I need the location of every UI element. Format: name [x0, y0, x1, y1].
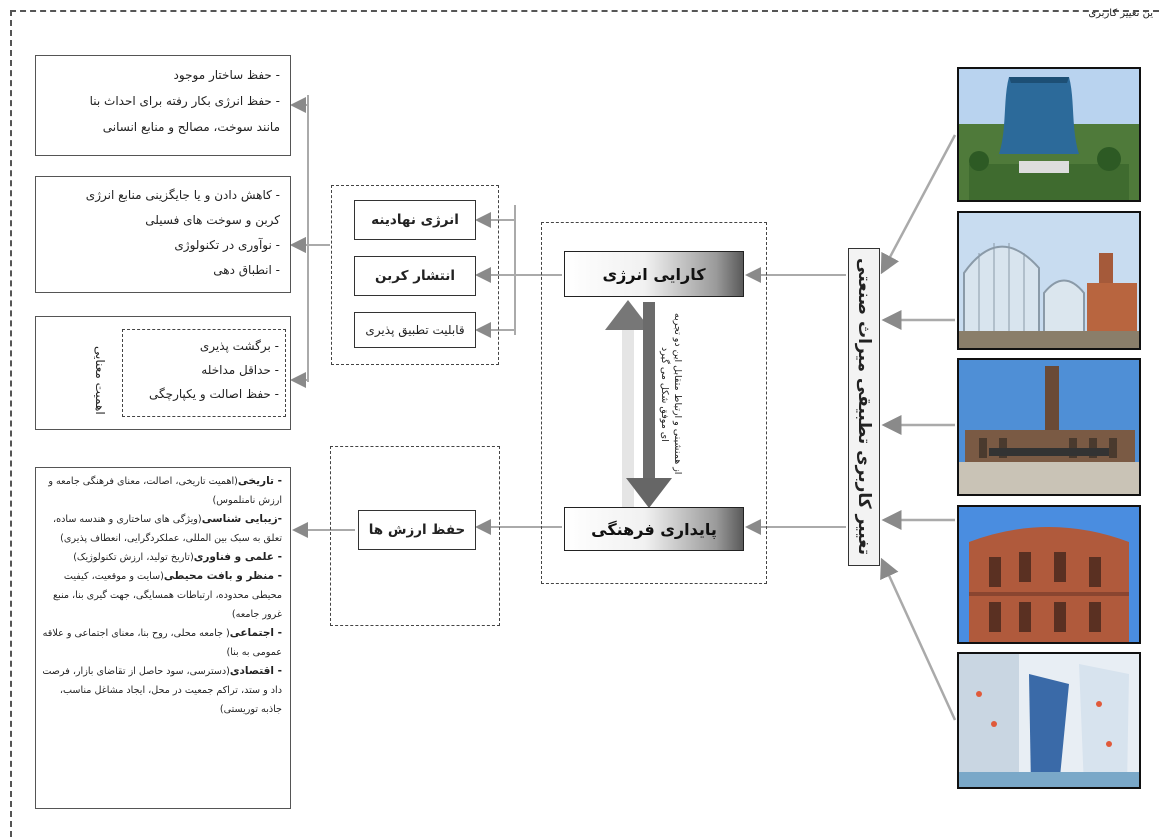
- value-body: (اهمیت تاریخی، اصالت، معنای فرهنگی جامعه…: [48, 476, 282, 506]
- value-head: -زیبایی شناسی: [201, 513, 282, 525]
- cultural-sustainability-node: پایداری فرهنگی: [564, 507, 744, 551]
- bidirectional-arrows: [605, 300, 672, 510]
- desc-line: - حفظ ساختار موجود: [173, 68, 280, 82]
- value-item-landscape: - منظر و بافت محیطی(سایت و موقعیت، کیفیت…: [42, 567, 282, 624]
- desc-line: - برگشت پذیری: [199, 339, 279, 353]
- value-item-economic: - اقتصادی(دسترسی، سود حاصل از تقاضای باز…: [42, 662, 282, 719]
- carbon-description-box: - کاهش دادن و یا جایگزینی منابع انرژی کر…: [35, 176, 291, 293]
- values-group-box: [330, 446, 500, 626]
- interaction-note-text: از همنشینی و ارتباط متقابل این دو تجربه …: [659, 313, 683, 475]
- value-head: - اقتصادی: [229, 665, 282, 677]
- values-description-box: - تاریخی(اهمیت تاریخی، اصالت، معنای فرهن…: [35, 467, 291, 809]
- value-body: (سایت و موقعیت، کیفیت محیطی محدوده، ارتب…: [52, 571, 282, 620]
- energy-efficiency-node: کارایی انرژی: [564, 251, 744, 297]
- value-head: - علمی و فناوری: [193, 551, 282, 563]
- value-item-aesthetic: -زیبایی شناسی(ویژگی های ساختاری و هندسه …: [42, 510, 282, 548]
- cooling-tower-photo: [957, 67, 1141, 202]
- photo5-arrow: [880, 557, 957, 721]
- preserve-values-node: حفظ ارزش ها: [358, 510, 476, 550]
- desc-line: - انطباق دهی: [213, 263, 280, 277]
- desc-line: مانند سوخت، مصالح و منابع انسانی: [102, 120, 280, 134]
- photo1-arrow: [880, 134, 957, 275]
- embodied-energy-node: انرژی نهادینه: [354, 200, 476, 240]
- value-body: (تاریخ تولید، ارزش تکنولوژیک): [73, 552, 194, 563]
- value-item-historic: - تاریخی(اهمیت تاریخی، اصالت، معنای فرهن…: [42, 472, 282, 510]
- desc-line: کربن و سوخت های فسیلی: [145, 213, 280, 227]
- glasshouse-photo: [957, 211, 1141, 350]
- energy-efficiency-label: کارایی انرژی: [602, 264, 706, 284]
- desc-line: - حفظ اصالت و یکپارچگی: [149, 387, 279, 401]
- energy-factors-group-box: [331, 185, 499, 365]
- carbon-emission-node: انتشار کربن: [354, 256, 476, 296]
- semantic-importance-text: اهمیت معنایی: [93, 345, 107, 415]
- semantic-importance-label: اهمیت معنایی: [88, 332, 112, 428]
- value-head: - منظر و بافت محیطی: [163, 570, 282, 582]
- embodied-description-box: - حفظ ساختار موجود - حفظ انرژی بکار رفته…: [35, 55, 291, 156]
- climbing-wall-photo: [957, 652, 1141, 789]
- corner-label: ین تغییر کاربری: [1088, 8, 1153, 19]
- adaptability-list: - برگشت پذیری - حداقل مداخله - حفظ اصالت…: [122, 329, 286, 417]
- value-body: (ویژگی های ساختاری و هندسه ساده، تعلق به…: [53, 514, 282, 544]
- value-head: - تاریخی: [237, 475, 282, 487]
- carbon-emission-label: انتشار کربن: [375, 268, 455, 284]
- desc-line: - کاهش دادن و یا جایگزینی منابع انرژی: [85, 188, 280, 202]
- value-item-social: - اجتماعی( جامعه محلی، روح بنا، معنای اج…: [42, 624, 282, 662]
- gasometer-photo: [957, 505, 1141, 644]
- desc-line: - نوآوری در تکنولوژی: [174, 238, 280, 252]
- adaptability-node: قابلیت تطبیق پذیری: [354, 312, 476, 348]
- outer-dashed-frame: ین تغییر کاربری: [10, 8, 1159, 837]
- preserve-values-label: حفظ ارزش ها: [368, 522, 466, 538]
- embodied-energy-label: انرژی نهادینه: [371, 212, 459, 228]
- cultural-sustainability-label: پایداری فرهنگی: [591, 519, 717, 539]
- interaction-note: از همنشینی و ارتباط متقابل این دو تجربه …: [654, 310, 688, 478]
- center-group-box: [541, 222, 767, 584]
- adaptive-reuse-title: تغییر کاربری تطبیقی میراث صنعتی: [848, 248, 880, 566]
- value-body: (دسترسی، سود حاصل از تقاضای بازار، فرصت …: [42, 666, 282, 715]
- value-body: ( جامعه محلی، روح بنا، معنای اجتماعی و ع…: [42, 628, 282, 658]
- adaptability-description-box: - برگشت پذیری - حداقل مداخله - حفظ اصالت…: [35, 316, 291, 430]
- adaptability-label: قابلیت تطبیق پذیری: [365, 323, 465, 337]
- adaptive-reuse-title-text: تغییر کاربری تطبیقی میراث صنعتی: [854, 258, 874, 556]
- desc-line: - حداقل مداخله: [201, 363, 279, 377]
- value-head: - اجتماعی: [229, 627, 282, 639]
- tate-modern-photo: [957, 358, 1141, 496]
- value-item-scientific: - علمی و فناوری(تاریخ تولید، ارزش تکنولو…: [42, 548, 282, 567]
- desc-line: - حفظ انرژی بکار رفته برای احداث بنا: [89, 94, 280, 108]
